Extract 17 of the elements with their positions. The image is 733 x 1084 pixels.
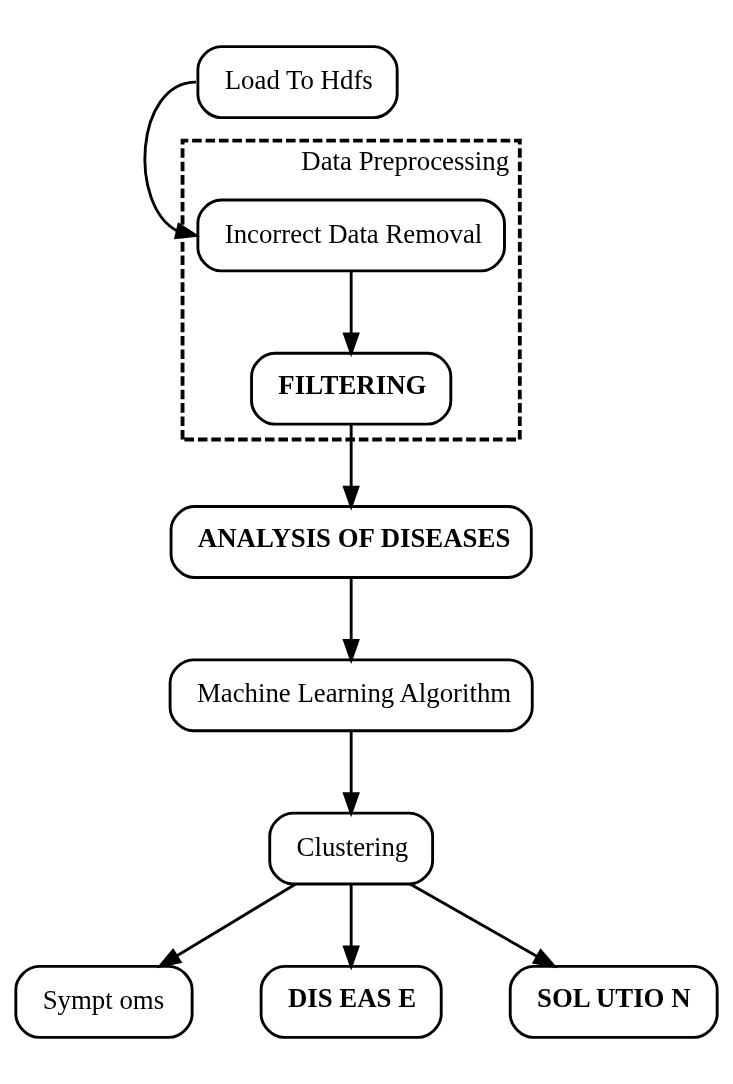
node-box: Incorrect Data Removal [196,198,506,273]
arrow [342,731,360,818]
arrow [342,577,360,664]
node-box: FILTERING [250,351,453,426]
node-box: Machine Learning Algorithm [168,658,534,733]
node-box: Load To Hdfs [196,45,399,119]
arrow [156,882,297,969]
arrow [342,271,360,358]
arrow [342,884,360,971]
arrow [143,80,201,240]
node-box: Clustering [268,811,435,886]
node-box: SOL UTIO N [508,965,719,1039]
node-box: Sympt oms [14,965,194,1039]
arrow [409,882,558,969]
arrow [342,424,360,511]
node-box: ANALYSIS OF DISEASES [169,505,533,579]
node-box: DIS EAS E [259,965,443,1039]
